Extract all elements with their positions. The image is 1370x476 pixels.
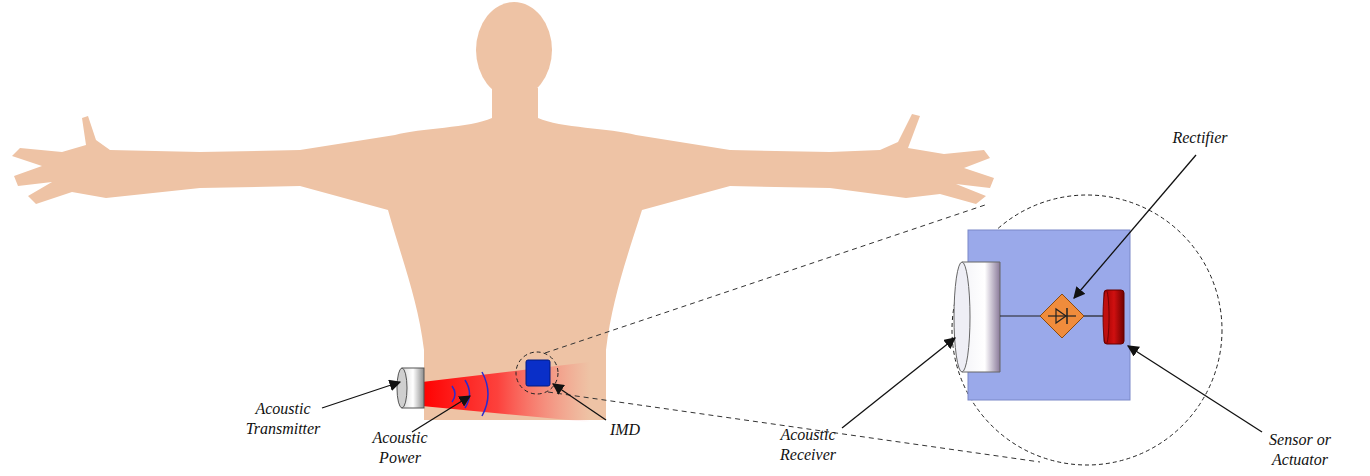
callout-label: Acoustic Transmitter	[236, 399, 330, 439]
acoustic-waves	[452, 372, 488, 416]
rectifier-symbol	[1040, 294, 1084, 338]
acoustic-transmitter	[397, 368, 424, 408]
zoom-circle-large	[952, 195, 1222, 465]
callout-label: Rectifier	[1160, 128, 1240, 148]
body-silhouette	[12, 2, 994, 420]
zoom-lines	[545, 205, 1040, 462]
acoustic-receiver	[954, 262, 1000, 372]
callout-label: Acoustic Receiver	[766, 425, 850, 465]
wires	[1000, 315, 1104, 316]
callout-label: IMD	[604, 420, 646, 440]
sensor-actuator	[1103, 290, 1124, 344]
imd-device	[526, 360, 550, 386]
leader-arrows	[322, 155, 1262, 432]
zoom-circle-small	[516, 352, 558, 394]
callout-label: Sensor or Actuator	[1248, 430, 1352, 470]
callout-label: Acoustic Power	[358, 428, 442, 468]
